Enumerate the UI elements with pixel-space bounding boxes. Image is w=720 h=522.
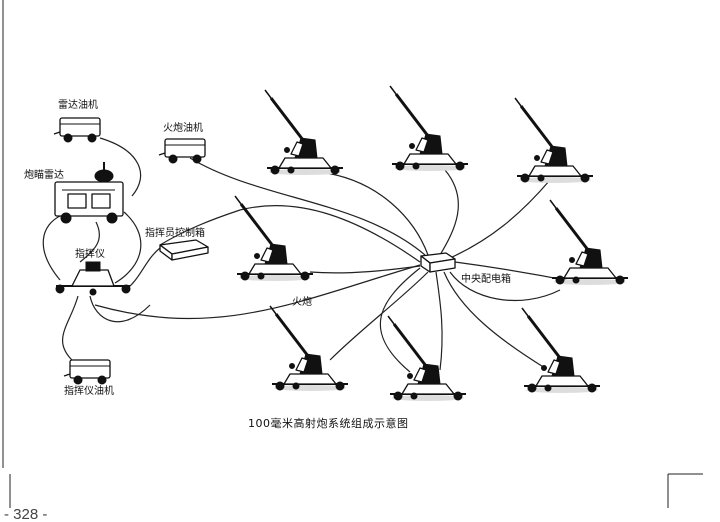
- label-director: 指挥仪: [75, 247, 105, 260]
- gun-icon: [513, 96, 595, 185]
- cable-gun-top-1-to-hub: [319, 171, 429, 256]
- gun-generator-icon: [158, 138, 206, 164]
- fire-control-radar-icon: [54, 162, 124, 224]
- gun-icon: [388, 84, 470, 173]
- cable-radar-to-director: [79, 221, 101, 263]
- cable-radar-to-director-2: [114, 211, 142, 284]
- cable-director-to-generator: [62, 295, 79, 363]
- figure-caption: 100毫米高射炮系统组成示意图: [248, 416, 409, 430]
- director-icon: [55, 261, 131, 296]
- cable-gun-generator-to-hub: [189, 157, 426, 256]
- cable-hub-to-left-outer: [379, 267, 421, 373]
- cable-director-to-generator-2: [89, 295, 151, 323]
- gun-icon: [263, 88, 345, 177]
- label-director-generator: 指挥仪油机: [64, 384, 114, 397]
- crop-mark-bottom-right: [667, 473, 703, 508]
- cable-gun-bottom-1-to-hub: [329, 271, 429, 361]
- label-central-distribution-box: 中央配电箱: [461, 272, 511, 285]
- cable-radar-generator-to-radar: [99, 137, 142, 197]
- label-radar-generator: 雷达油机: [58, 98, 98, 111]
- cable-director-loop: [42, 214, 63, 281]
- central-distribution-box-icon: [420, 252, 456, 273]
- director-generator-icon: [63, 359, 111, 385]
- cable-director-to-distribution: [94, 264, 421, 320]
- radar-generator-icon: [53, 117, 101, 143]
- cable-gun-top-3-to-hub: [449, 179, 551, 259]
- label-fire-control-radar: 炮瞄雷达: [24, 168, 64, 181]
- page-number: - 328 -: [4, 506, 47, 522]
- cable-left-gun-upper: [159, 209, 241, 246]
- label-gun: 火炮: [292, 295, 312, 308]
- cable-hub-to-right-outer: [449, 271, 561, 302]
- label-gun-generator: 火炮油机: [163, 121, 203, 134]
- gun-icon: [386, 314, 468, 403]
- gun-icon: [520, 306, 602, 395]
- commander-control-box-icon: [159, 239, 209, 261]
- cable-gun-mid-to-hub: [309, 265, 421, 274]
- label-commander-control-box: 指挥员控制箱: [145, 226, 205, 239]
- cable-network: [42, 137, 576, 373]
- cable-gun-left-mid-to-hub: [239, 205, 421, 263]
- cable-gun-bottom-3-to-hub: [443, 271, 546, 369]
- cable-gun-bottom-2-to-hub: [435, 271, 443, 371]
- cable-gun-top-2-to-hub: [439, 169, 459, 256]
- cable-control-box-to-director: [124, 247, 161, 291]
- gun-icon: [548, 198, 630, 287]
- gun-icon: [268, 304, 350, 393]
